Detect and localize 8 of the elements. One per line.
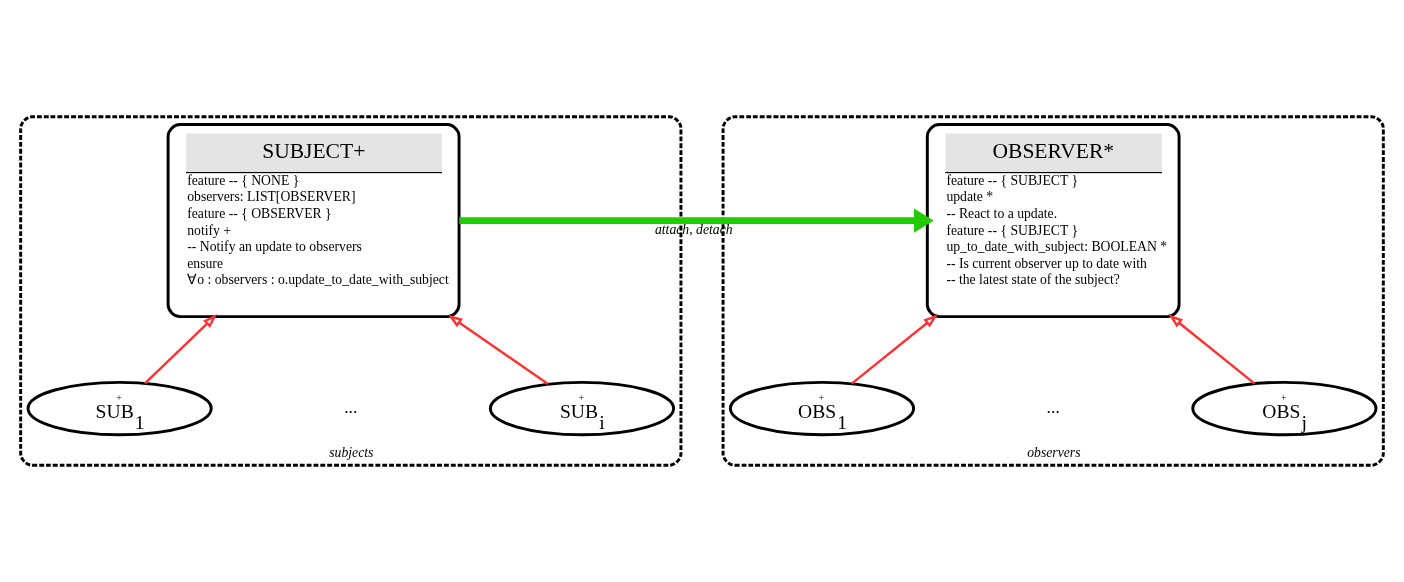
label: ...	[1046, 396, 1060, 417]
node-box: OBSERVER* feature -- { SUBJECT } update * -- React to a update. feature -- { SUBJECT } up_to_date_with_subject: BOOLEAN * -- Is current observer up to date with -- the latest state of the subject?	[925, 123, 1181, 319]
arrow	[447, 314, 549, 385]
arrow	[1168, 314, 1256, 385]
arrow	[144, 314, 218, 385]
node-box: SUBJECT+ feature -- { NONE } observers: LIST[OBSERVER] feature -- { OBSERVER } notify + -- Notify an update to observers ensure ∀o : observers : o.update_to_date_with_subject	[166, 123, 461, 319]
label: ...	[344, 396, 358, 417]
arrow	[851, 314, 938, 385]
